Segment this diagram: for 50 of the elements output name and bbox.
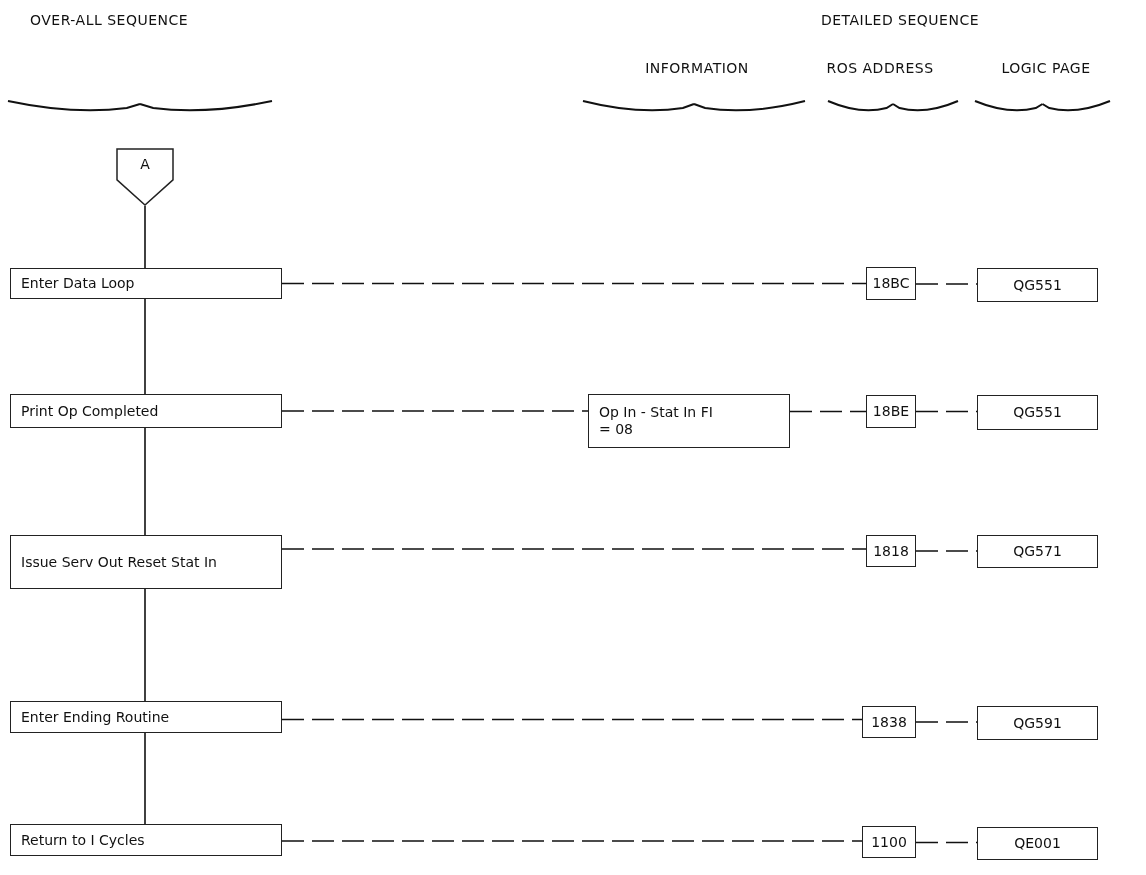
address-box bbox=[866, 395, 916, 428]
connector-line bbox=[281, 282, 867, 285]
process-box bbox=[10, 824, 282, 856]
column-heading: DETAILED SEQUENCE bbox=[820, 12, 980, 28]
box-text: QG591 bbox=[1013, 714, 1062, 732]
connector-line bbox=[144, 205, 146, 269]
connector-line bbox=[281, 548, 867, 550]
address-box bbox=[977, 827, 1098, 860]
box-text: A bbox=[140, 156, 150, 173]
box-text: Issue Serv Out Reset Stat In bbox=[21, 553, 217, 571]
connector-line bbox=[144, 588, 146, 702]
process-box bbox=[10, 701, 282, 733]
box-text: QG571 bbox=[1013, 543, 1062, 560]
address-box bbox=[862, 826, 916, 858]
offpage-connector bbox=[116, 148, 174, 206]
box-text: 1100 bbox=[871, 833, 907, 851]
column-subheading: LOGIC PAGE bbox=[1001, 60, 1091, 76]
box-text: 18BE bbox=[872, 403, 910, 420]
process-box bbox=[10, 268, 282, 299]
connector-line bbox=[281, 410, 589, 412]
box-text: 1818 bbox=[873, 542, 909, 560]
address-box bbox=[866, 267, 916, 300]
process-box bbox=[588, 394, 790, 448]
box-text: QG551 bbox=[1013, 276, 1062, 294]
column-heading: OVER-ALL SEQUENCE bbox=[30, 12, 189, 28]
connector-line bbox=[281, 840, 863, 842]
address-box bbox=[977, 268, 1098, 302]
address-box bbox=[862, 706, 916, 738]
address-box bbox=[977, 535, 1098, 568]
box-text: 18BC bbox=[872, 275, 910, 292]
address-box bbox=[977, 395, 1098, 430]
column-subheading: INFORMATION bbox=[645, 60, 749, 76]
box-text: QG551 bbox=[1013, 404, 1062, 421]
connector-line bbox=[144, 298, 146, 395]
connector-line bbox=[144, 427, 146, 536]
process-box bbox=[10, 535, 282, 589]
box-text: 1838 bbox=[871, 713, 907, 731]
process-box bbox=[10, 394, 282, 428]
box-text: QE001 bbox=[1014, 835, 1061, 852]
box-text: Enter Ending Routine bbox=[21, 708, 170, 726]
column-subheading: ROS ADDRESS bbox=[826, 60, 934, 76]
box-text: Enter Data Loop bbox=[21, 275, 135, 292]
connector-line bbox=[281, 718, 863, 721]
box-text: Print Op Completed bbox=[21, 402, 159, 420]
address-box bbox=[866, 535, 916, 567]
connector-line bbox=[144, 732, 146, 825]
connector-line bbox=[789, 410, 867, 413]
address-box bbox=[977, 706, 1098, 740]
box-text: Return to I Cycles bbox=[21, 831, 145, 849]
box-text: Op In - Stat In FI = 08 bbox=[599, 404, 714, 438]
